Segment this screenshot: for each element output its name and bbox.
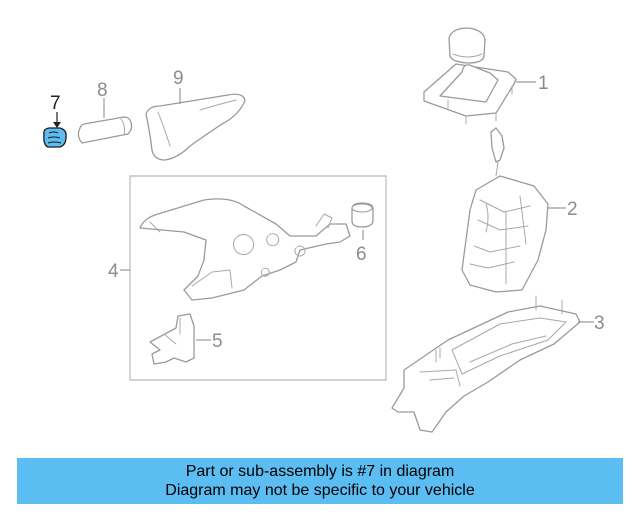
info-banner: Part or sub-assembly is #7 in diagram Di… [17,458,623,504]
callout-3[interactable]: 3 [594,313,605,334]
part-1-shape[interactable] [423,27,517,125]
part-4-group-frame [129,175,387,381]
callout-5[interactable]: 5 [212,331,223,352]
callout-2[interactable]: 2 [567,199,578,220]
callout-9[interactable]: 9 [173,68,184,89]
info-banner-line-1: Part or sub-assembly is #7 in diagram [185,463,455,480]
part-2-shape[interactable] [461,127,549,293]
callout-1[interactable]: 1 [538,73,549,94]
callout-6[interactable]: 6 [356,244,367,265]
part-8-shape[interactable] [77,116,133,144]
part-4-shape[interactable] [139,198,351,301]
part-3-shape[interactable] [391,295,581,433]
part-5-shape[interactable] [149,313,195,365]
callout-7[interactable]: 7 [50,93,61,114]
leader-7-arrowhead [53,122,61,128]
callout-8[interactable]: 8 [97,80,108,101]
part-6-shape[interactable] [351,202,374,228]
info-banner-line-2: Diagram may not be specific to your vehi… [165,482,475,499]
part-7-shape[interactable] [43,127,67,148]
part-9-shape[interactable] [145,93,246,161]
callout-4[interactable]: 4 [108,261,119,282]
